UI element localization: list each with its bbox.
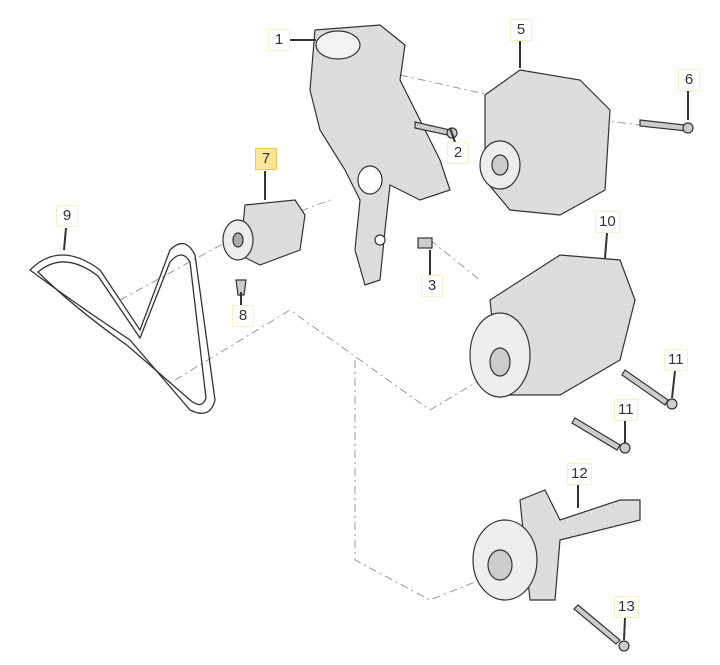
callout-part-2[interactable]: 2 <box>447 142 469 164</box>
callout-part-7-selected[interactable]: 7 <box>255 148 277 170</box>
callout-part-10[interactable]: 10 <box>595 211 620 233</box>
callout-part-11-lower[interactable]: 11 <box>614 399 638 421</box>
callout-part-11-upper[interactable]: 11 <box>664 349 688 371</box>
callout-part-13[interactable]: 13 <box>614 596 639 618</box>
part-5-alternator <box>479 69 611 216</box>
bolts <box>235 119 694 652</box>
callout-part-5[interactable]: 5 <box>510 19 532 41</box>
part-10-compressor <box>469 254 636 398</box>
callout-part-8[interactable]: 8 <box>232 305 254 327</box>
part-7-tensioner <box>222 199 306 266</box>
callout-part-9[interactable]: 9 <box>56 205 78 227</box>
part-1-bracket <box>309 24 451 286</box>
callout-part-1[interactable]: 1 <box>268 29 290 51</box>
callout-part-12[interactable]: 12 <box>567 463 592 485</box>
part-12-bracket <box>472 489 641 601</box>
callout-part-3[interactable]: 3 <box>421 275 443 297</box>
part-9-belt <box>29 243 216 414</box>
callout-part-6[interactable]: 6 <box>678 69 700 91</box>
